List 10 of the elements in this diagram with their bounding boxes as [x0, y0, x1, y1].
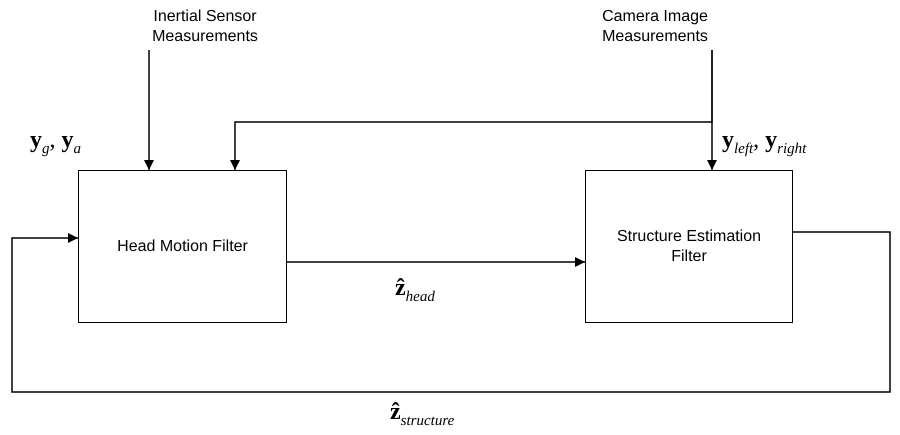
arrow — [230, 50, 713, 170]
input-label: Inertial Sensor Measurements — [120, 4, 290, 50]
box-label: Head Motion Filter — [116, 236, 249, 256]
input-label: Camera Image Measurements — [585, 4, 725, 50]
process-box — [78, 170, 287, 323]
process-box — [585, 170, 793, 323]
arrow — [11, 231, 891, 393]
box-label: Structure Estimation Filter — [616, 226, 762, 266]
arrow — [287, 257, 585, 267]
arrow — [144, 50, 154, 170]
